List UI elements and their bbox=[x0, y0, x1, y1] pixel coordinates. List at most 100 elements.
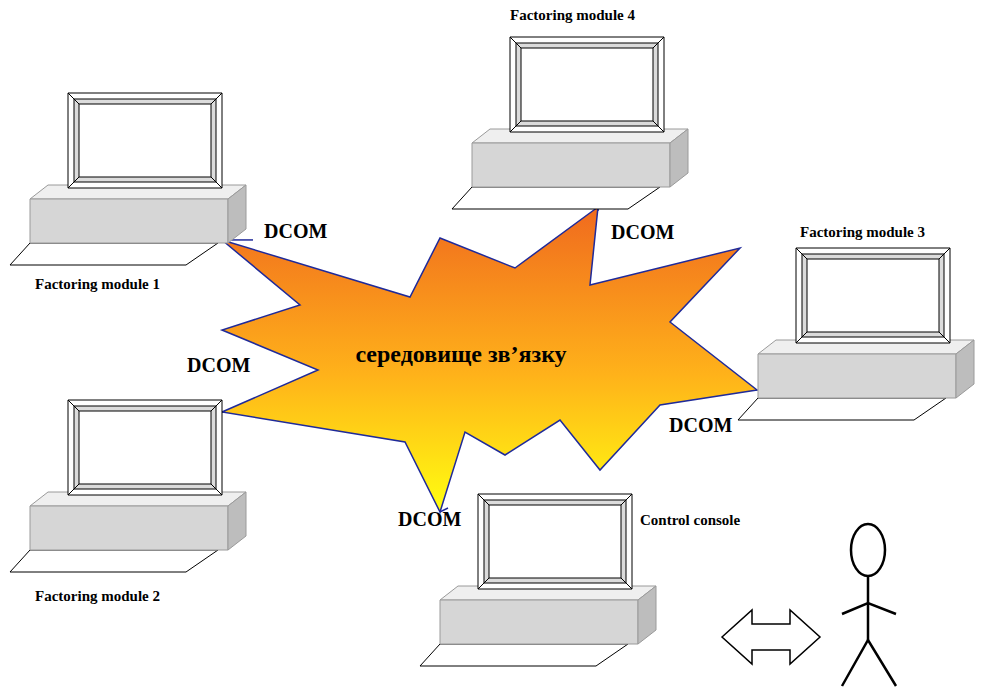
computer-drawing bbox=[8, 90, 253, 300]
keyboard bbox=[10, 243, 218, 265]
person-head bbox=[851, 524, 885, 576]
base-front bbox=[30, 506, 228, 550]
monitor-frame bbox=[478, 494, 632, 589]
computer-icon bbox=[738, 248, 974, 420]
bevel-line bbox=[68, 182, 74, 188]
person-body bbox=[867, 576, 870, 640]
network-label: середовище зв’язку bbox=[222, 341, 700, 368]
monitor-screen bbox=[79, 411, 211, 484]
person-arms bbox=[842, 603, 896, 614]
computer-label: Factoring module 4 bbox=[510, 7, 635, 24]
monitor-screen bbox=[489, 505, 621, 578]
protocol-label: DCOM bbox=[396, 508, 463, 531]
protocol-label: DCOM bbox=[185, 354, 252, 377]
computer-icon bbox=[10, 93, 246, 265]
bevel-line bbox=[74, 406, 79, 411]
computer-icon bbox=[452, 37, 688, 209]
bevel-line bbox=[802, 332, 807, 337]
base-side bbox=[670, 129, 688, 187]
star-outline bbox=[222, 207, 757, 512]
computer-node: Control console bbox=[448, 490, 758, 670]
base-side bbox=[228, 492, 246, 550]
bevel-line bbox=[516, 43, 521, 48]
computer-node: Factoring module 1 bbox=[8, 90, 253, 300]
bevel-line bbox=[68, 489, 74, 495]
double-arrow bbox=[722, 610, 820, 664]
computer-label: Factoring module 2 bbox=[35, 588, 160, 605]
bevel-line bbox=[621, 578, 626, 583]
bevel-line bbox=[802, 254, 807, 259]
bevel-line bbox=[216, 93, 222, 99]
bevel-line bbox=[74, 99, 79, 104]
bevel-line bbox=[216, 400, 222, 406]
computer-drawing bbox=[448, 5, 698, 211]
computer-label: Factoring module 1 bbox=[35, 276, 160, 293]
bevel-line bbox=[653, 121, 658, 126]
keyboard bbox=[738, 398, 946, 420]
monitor-bevel bbox=[516, 43, 658, 126]
base-front bbox=[440, 600, 638, 644]
bevel-line bbox=[796, 248, 802, 254]
bevel-line bbox=[653, 43, 658, 48]
monitor-screen bbox=[807, 259, 939, 332]
network-star: середовище зв’язку bbox=[222, 207, 757, 512]
base-front bbox=[30, 199, 228, 243]
bevel-line bbox=[484, 500, 489, 505]
bevel-line bbox=[939, 332, 944, 337]
computer-node: Factoring module 2 bbox=[8, 395, 253, 610]
bevel-line bbox=[621, 500, 626, 505]
bevel-line bbox=[510, 126, 516, 132]
base-side bbox=[956, 340, 974, 398]
bevel-line bbox=[68, 400, 74, 406]
protocol-label: DCOM bbox=[262, 220, 329, 243]
bevel-line bbox=[68, 93, 74, 99]
person-legs bbox=[842, 640, 896, 686]
keyboard bbox=[452, 187, 660, 209]
bevel-line bbox=[74, 177, 79, 182]
bevel-line bbox=[796, 337, 802, 343]
bevel-line bbox=[211, 484, 216, 489]
bevel-line bbox=[944, 248, 950, 254]
computer-node: Factoring module 4 bbox=[448, 5, 698, 211]
bevel-line bbox=[658, 37, 664, 43]
bevel-line bbox=[939, 254, 944, 259]
computer-label: Control console bbox=[640, 512, 740, 529]
base-side bbox=[228, 185, 246, 243]
bevel-line bbox=[478, 494, 484, 500]
monitor-bevel bbox=[74, 99, 216, 182]
keyboard bbox=[420, 644, 628, 666]
computer-drawing bbox=[8, 395, 253, 610]
monitor-frame bbox=[796, 248, 950, 343]
base-side bbox=[638, 586, 656, 644]
bevel-line bbox=[626, 494, 632, 500]
bevel-line bbox=[484, 578, 489, 583]
computer-drawing bbox=[738, 222, 978, 422]
keyboard bbox=[10, 550, 218, 572]
computer-label: Factoring module 3 bbox=[800, 224, 925, 241]
monitor-bevel bbox=[802, 254, 944, 337]
bevel-line bbox=[74, 484, 79, 489]
monitor-bevel bbox=[74, 406, 216, 489]
monitor-screen bbox=[79, 104, 211, 177]
base-front bbox=[472, 143, 670, 187]
bevel-line bbox=[658, 126, 664, 132]
protocol-label: DCOM bbox=[667, 414, 734, 437]
monitor-bevel bbox=[484, 500, 626, 583]
bevel-line bbox=[516, 121, 521, 126]
bevel-line bbox=[216, 182, 222, 188]
bevel-line bbox=[211, 99, 216, 104]
bevel-line bbox=[944, 337, 950, 343]
monitor-frame bbox=[510, 37, 664, 132]
protocol-label: DCOM bbox=[609, 221, 676, 244]
computer-icon bbox=[10, 400, 246, 572]
bevel-line bbox=[626, 583, 632, 589]
bevel-line bbox=[211, 406, 216, 411]
bevel-line bbox=[478, 583, 484, 589]
bevel-line bbox=[510, 37, 516, 43]
bevel-line bbox=[211, 177, 216, 182]
base-front bbox=[758, 354, 956, 398]
monitor-screen bbox=[521, 48, 653, 121]
computer-node: Factoring module 3 bbox=[738, 222, 978, 422]
monitor-frame bbox=[68, 93, 222, 188]
